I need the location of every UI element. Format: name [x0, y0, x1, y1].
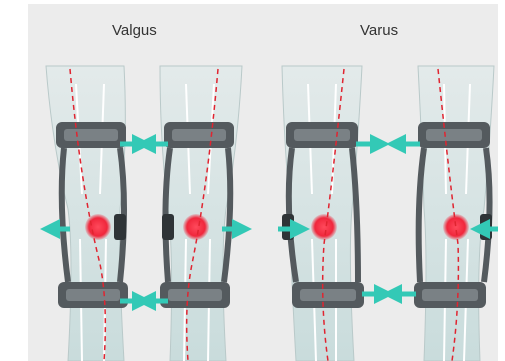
valgus-left-leg-brace [46, 66, 142, 361]
knee-highlight [183, 214, 209, 240]
hinge [114, 214, 126, 240]
valgus-right-leg-brace [146, 66, 242, 361]
leg-silhouette [418, 66, 494, 361]
brace-side-bar [419, 148, 424, 282]
leg-silhouette [282, 66, 362, 361]
hinge [162, 214, 174, 240]
knee-highlight [85, 214, 111, 240]
diagram-canvas: Valgus Varus [28, 4, 498, 361]
knee-brace-illustration [28, 4, 498, 361]
leg-silhouette [46, 66, 125, 361]
knee-highlight [443, 214, 469, 240]
varus-right-leg-brace [392, 66, 498, 361]
knee-highlight [311, 214, 337, 240]
varus-left-leg-brace [278, 66, 384, 361]
